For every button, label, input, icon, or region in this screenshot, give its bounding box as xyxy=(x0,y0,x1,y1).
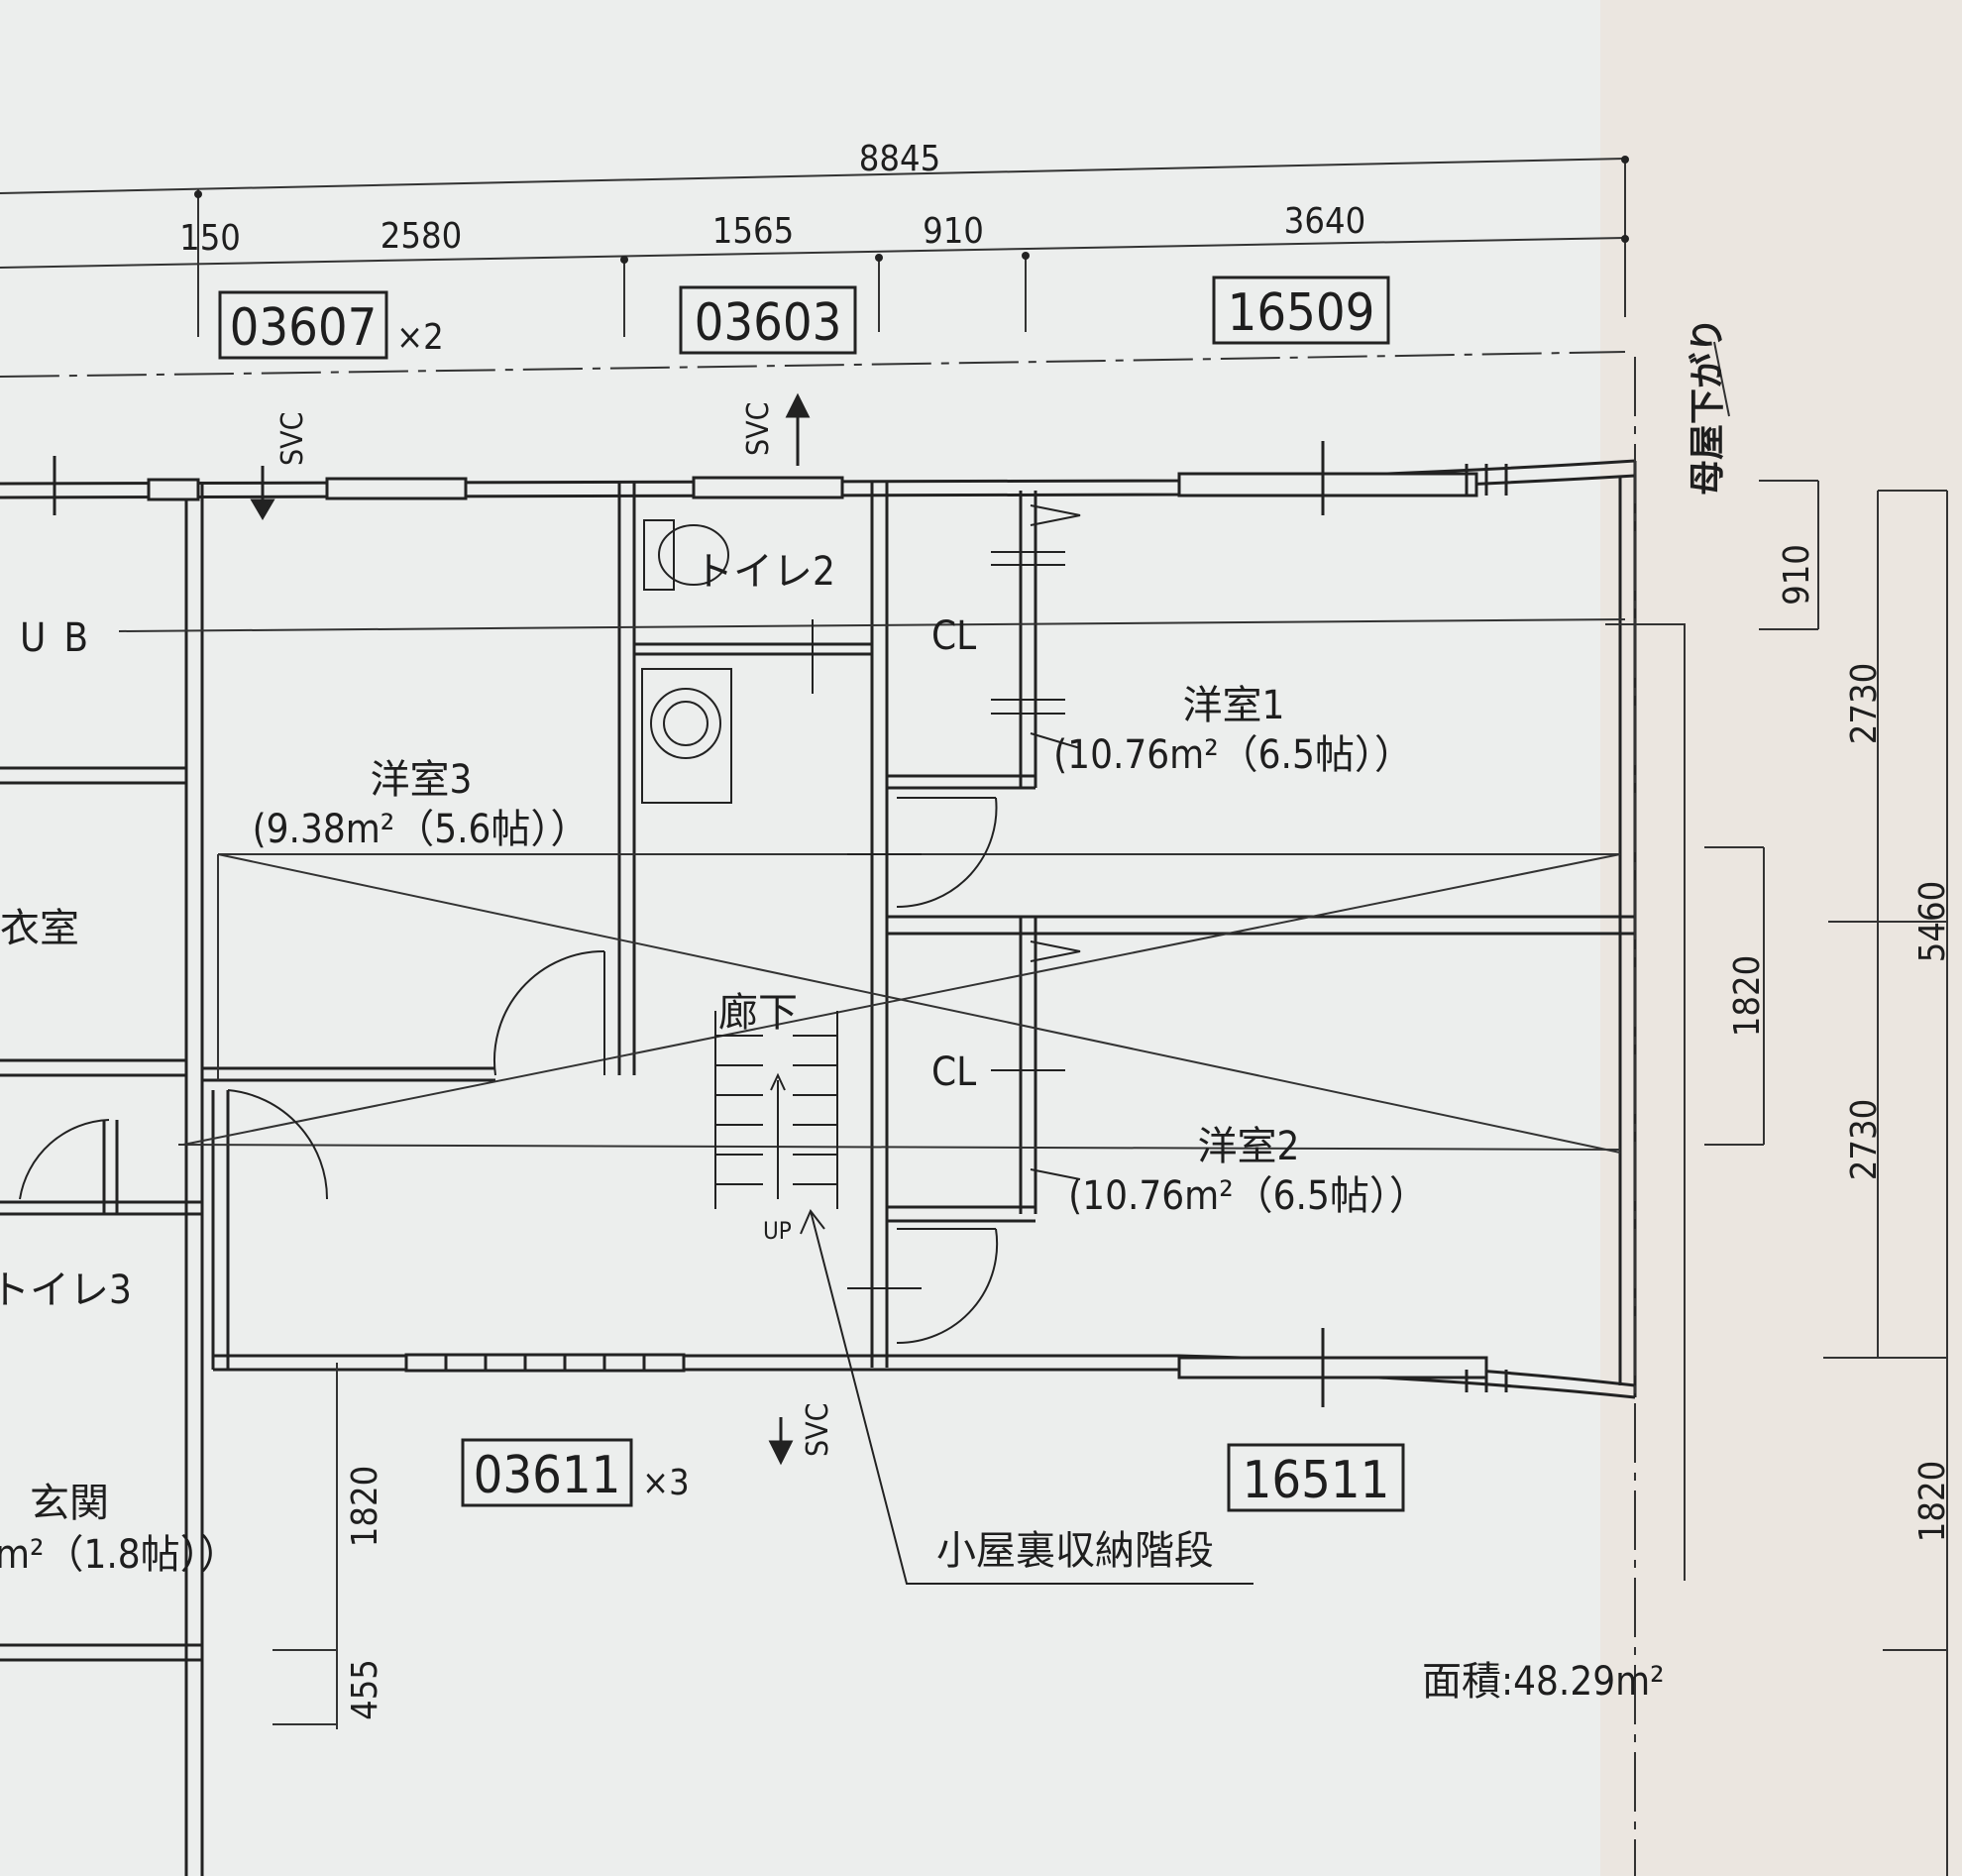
dim-left-455: 455 xyxy=(345,1659,385,1720)
sink-fixture xyxy=(641,668,732,804)
window-code-text: 16509 xyxy=(1228,283,1375,343)
dim-top-150: 150 xyxy=(179,218,241,259)
label-entrance-area: m²（1.8帖）） xyxy=(0,1532,240,1578)
dim-left-1820: 1820 xyxy=(345,1466,385,1547)
window-code-multiplier: ×2 xyxy=(396,317,444,358)
label-closet1: CL xyxy=(931,613,976,659)
door-swings xyxy=(19,797,999,1345)
dimension-dots xyxy=(194,156,1629,264)
label-toilet3: トイレ3 xyxy=(0,1268,132,1313)
dim-right-2730-top: 2730 xyxy=(1844,663,1885,744)
label-room3-name: 洋室3 xyxy=(371,757,473,803)
label-room2-area: (10.76m²（6.5帖）） xyxy=(1068,1173,1429,1219)
label-total-area: 面積:48.29m² xyxy=(1422,1659,1665,1705)
dim-top-2580: 2580 xyxy=(381,216,462,257)
dim-right-5460: 5460 xyxy=(1912,881,1953,962)
window-code-16511: 16511 xyxy=(1227,1443,1405,1512)
dim-right-1820: 1820 xyxy=(1727,955,1768,1037)
void-lines xyxy=(118,618,1626,1154)
interior-walls xyxy=(0,481,1635,1662)
label-ub: UB xyxy=(20,615,106,661)
dim-top-1565: 1565 xyxy=(712,211,794,252)
window-code-text: 16511 xyxy=(1243,1451,1390,1510)
window-code-multiplier: ×3 xyxy=(642,1463,690,1503)
label-up: UP xyxy=(763,1217,792,1245)
window-code-03607: 03607 ×2 xyxy=(218,290,444,360)
window-code-text: 03611 xyxy=(474,1446,621,1505)
label-room2-name: 洋室2 xyxy=(1198,1124,1300,1169)
window-code-text: 03603 xyxy=(695,293,842,353)
label-closet2: CL xyxy=(931,1049,976,1095)
window-code-16509: 16509 xyxy=(1212,276,1390,345)
label-attic-stair: 小屋裏収納階段 xyxy=(936,1528,1214,1574)
dim-right-1820-bottom: 1820 xyxy=(1912,1461,1953,1542)
label-changing-room: 脱衣室 xyxy=(0,906,79,951)
window-code-text: 03607 xyxy=(230,298,378,358)
label-toilet2: トイレ2 xyxy=(694,549,835,595)
window-code-03603: 03603 xyxy=(679,285,857,355)
windows-top xyxy=(53,441,1508,515)
windows-bottom xyxy=(404,1328,1508,1407)
dim-top-910: 910 xyxy=(923,211,984,252)
dim-right-910: 910 xyxy=(1777,544,1817,606)
dim-top-3640: 3640 xyxy=(1284,201,1365,242)
label-room1-area: (10.76m²（6.5帖）） xyxy=(1053,732,1414,778)
svc-label-3: SVC xyxy=(801,1403,835,1457)
paper-sheet xyxy=(0,0,1600,1876)
attic-stairs xyxy=(714,1011,838,1209)
dim-right-2730-bottom: 2730 xyxy=(1844,1099,1885,1180)
right-dimension-lines xyxy=(1605,341,1948,1876)
left-bottom-dimension-lines xyxy=(272,1363,338,1729)
roof-note: 母屋下がり xyxy=(1688,317,1728,496)
label-entrance: 玄関 xyxy=(30,1481,109,1526)
label-room1-name: 洋室1 xyxy=(1183,683,1285,728)
toilet-fixture xyxy=(643,519,729,591)
svc-label-2: SVC xyxy=(741,402,776,456)
label-room3-area: (9.38m²（5.6帖）） xyxy=(253,807,591,852)
sliding-arrows xyxy=(812,504,1081,1289)
paper-sheet-right xyxy=(1600,0,1962,1876)
window-code-03611: 03611 ×3 xyxy=(461,1438,690,1507)
label-hallway: 廊下 xyxy=(718,990,798,1036)
dim-total-width: 8845 xyxy=(859,139,940,179)
exterior-walls xyxy=(0,459,1637,1876)
svc-symbols xyxy=(250,392,811,1466)
svc-label-1: SVC xyxy=(275,412,310,466)
attic-stair-leader xyxy=(800,1209,1254,1585)
